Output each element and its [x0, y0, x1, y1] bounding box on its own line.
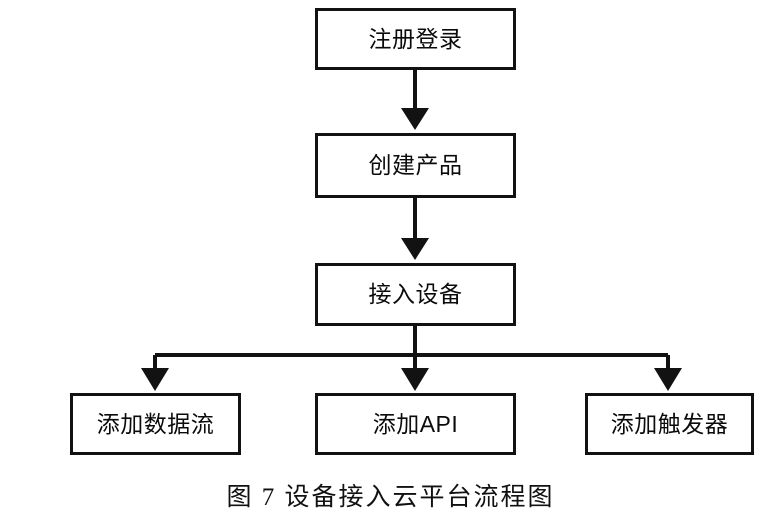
arrowhead-bus-to-datastream: [141, 368, 169, 391]
node-register-label: 注册登录: [368, 25, 463, 52]
node-device-label: 接入设备: [368, 281, 463, 307]
node-datastream[interactable]: 添加数据流: [70, 393, 241, 455]
node-register[interactable]: 注册登录: [315, 8, 516, 70]
arrowhead-bus-to-trigger: [654, 368, 682, 391]
node-datastream-label: 添加数据流: [96, 410, 215, 437]
figure-caption: 图 7 设备接入云平台流程图: [0, 470, 781, 525]
node-api[interactable]: 添加API: [315, 393, 516, 455]
flowchart-connectors: [141, 70, 682, 391]
arrowhead-bus-to-api: [401, 368, 429, 391]
node-trigger[interactable]: 添加触发器: [585, 393, 754, 455]
node-api-label: 添加API: [372, 410, 459, 437]
node-product-label: 创建产品: [368, 152, 463, 178]
node-device[interactable]: 接入设备: [315, 263, 516, 326]
arrowhead-product-to-device: [401, 238, 429, 260]
figure-caption-text: 图 7 设备接入云平台流程图: [226, 483, 555, 511]
node-trigger-label: 添加触发器: [610, 410, 729, 437]
arrowhead-register-to-product: [401, 108, 429, 130]
node-product[interactable]: 创建产品: [315, 133, 516, 198]
